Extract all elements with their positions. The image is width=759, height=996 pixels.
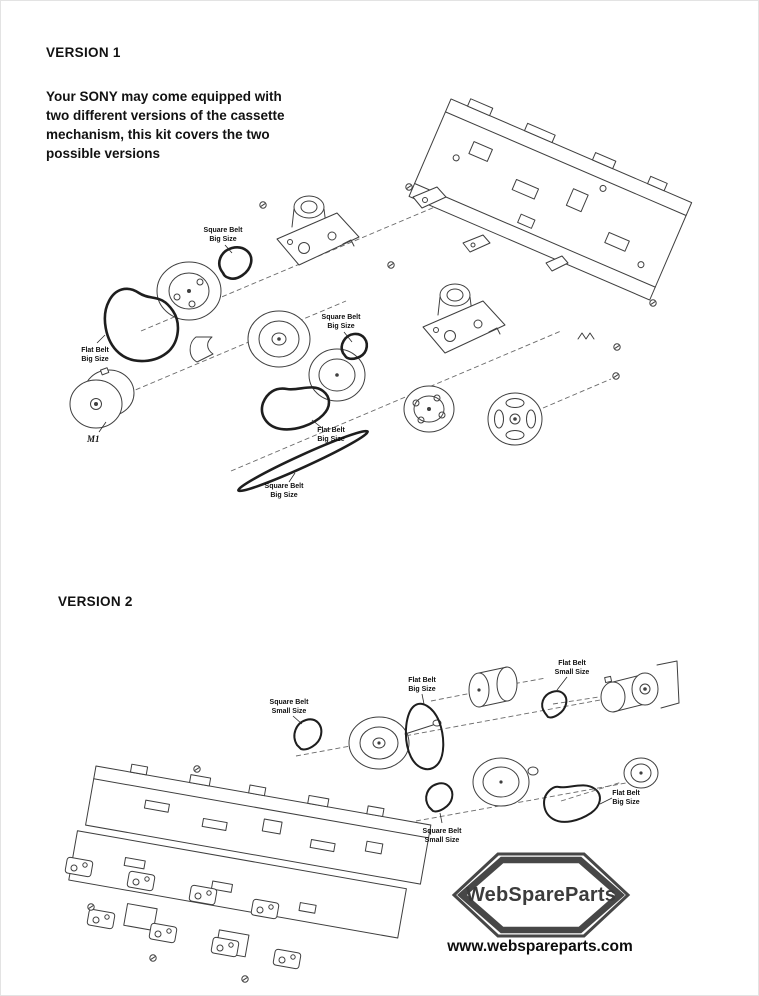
svg-text:Big Size: Big Size — [327, 323, 354, 330]
svg-text:Small Size: Small Size — [555, 669, 590, 676]
webspareparts-brand-text: WebSpareParts — [465, 884, 617, 906]
label-flat-belt-big-2: Flat Belt — [317, 427, 345, 434]
website-url: www.webspareparts.com — [447, 938, 633, 955]
svg-text:Big Size: Big Size — [612, 799, 639, 806]
label-flat-belt-small: Flat Belt — [558, 660, 586, 667]
flywheel-b — [472, 757, 539, 807]
flat-belt-big-right — [543, 784, 601, 823]
square-belt-big-2 — [340, 332, 369, 361]
motor-m1 — [69, 367, 135, 429]
flat-belt-big-2 — [260, 386, 331, 431]
version-1-title: VERSION 1 — [46, 45, 121, 60]
version-2-title: VERSION 2 — [58, 594, 133, 609]
capstan-roller — [468, 666, 518, 708]
svg-text:Big Size: Big Size — [81, 356, 108, 363]
description-line: possible versions — [46, 146, 161, 161]
tape-mechanism-2 — [422, 283, 506, 354]
labels-v1: Square Belt Big Size Flat Belt Big Size … — [81, 227, 361, 499]
svg-text:Big Size: Big Size — [209, 236, 236, 243]
belt-clamp — [189, 336, 214, 363]
square-belt-big-1 — [218, 246, 253, 280]
flywheel-a — [348, 716, 442, 770]
spoked-wheel — [487, 392, 543, 446]
description-line: two different versions of the cassette — [46, 108, 285, 123]
flat-belt-big-1 — [103, 287, 180, 363]
label-square-belt-small-2: Square Belt — [423, 828, 463, 835]
label-square-belt-big-2: Square Belt — [322, 314, 362, 321]
label-square-belt-small-1: Square Belt — [270, 699, 310, 706]
svg-text:Small Size: Small Size — [425, 837, 460, 844]
pulley-small-right — [560, 757, 659, 802]
svg-text:Big Size: Big Size — [317, 436, 344, 443]
chassis-plate-v2 — [68, 763, 432, 958]
labels-v2: Square Belt Small Size Flat Belt Big Siz… — [270, 660, 641, 844]
label-flat-belt-big-right: Flat Belt — [612, 790, 640, 797]
version-1-diagram: Square Belt Big Size Flat Belt Big Size … — [69, 98, 693, 499]
label-square-belt-big-1: Square Belt — [204, 227, 244, 234]
svg-text:Big Size: Big Size — [408, 686, 435, 693]
description-line: Your SONY may come equipped with — [46, 89, 282, 104]
label-square-belt-big-3: Square Belt — [265, 483, 305, 490]
svg-text:Small Size: Small Size — [272, 708, 307, 715]
pulley-right — [403, 385, 455, 433]
label-flat-belt-big-1: Flat Belt — [81, 347, 109, 354]
motor-v2 — [600, 660, 680, 713]
version-1-description: Your SONY may come equipped with two dif… — [46, 87, 285, 163]
square-belt-big-3 — [237, 429, 369, 493]
flywheel-1 — [247, 310, 311, 368]
square-belt-small-2 — [425, 782, 454, 813]
description-line: mechanism, this kit covers the two — [46, 127, 270, 142]
label-flat-belt-big-top: Flat Belt — [408, 677, 436, 684]
version-2-diagram: Square Belt Small Size Flat Belt Big Siz… — [64, 660, 680, 983]
flywheel-2 — [308, 348, 366, 402]
svg-text:Big Size: Big Size — [270, 492, 297, 499]
flat-belt-small — [541, 690, 568, 719]
axis-guide-lines-v2 — [295, 677, 627, 822]
axis-guide-lines-v1 — [120, 200, 612, 472]
label-motor-m1: M1 — [86, 434, 100, 444]
flat-belt-big-top — [405, 702, 445, 771]
chassis-plate-v1 — [408, 98, 693, 340]
webspareparts-logo-hexagon — [451, 852, 631, 938]
tape-mechanism-1 — [276, 195, 360, 266]
pulley-large-v1 — [156, 261, 222, 321]
square-belt-small-1 — [293, 718, 323, 751]
